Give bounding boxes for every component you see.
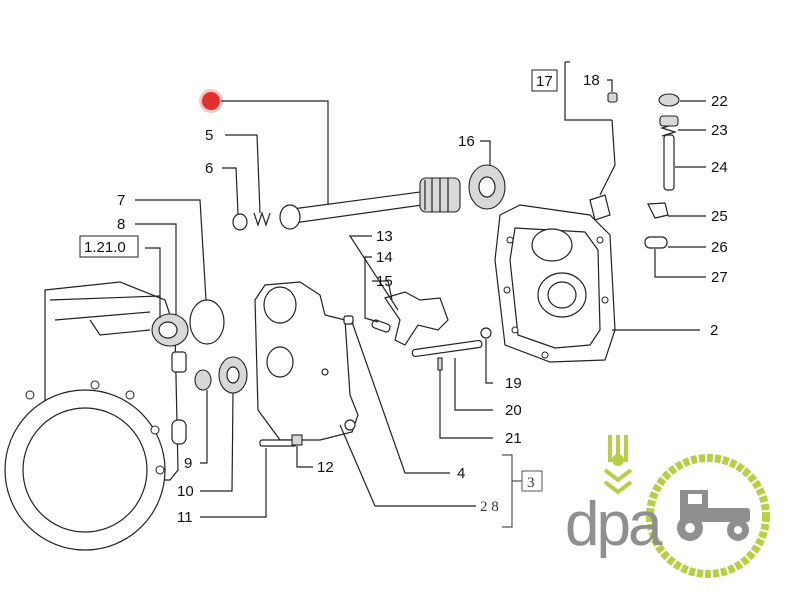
label-5[interactable]: 5 xyxy=(205,127,213,144)
pin-26 xyxy=(644,236,668,249)
wheat-icon xyxy=(603,435,633,495)
nut-12 xyxy=(291,434,303,446)
bracket-25 xyxy=(647,202,669,219)
lever-17 xyxy=(589,119,616,221)
label-24[interactable]: 24 xyxy=(711,159,728,176)
bushing-18 xyxy=(607,92,618,103)
label-1-21-0[interactable]: 1.21.0 xyxy=(84,239,126,256)
bearing-16 xyxy=(468,164,506,210)
cover-plate xyxy=(254,281,359,441)
rear-cover-2 xyxy=(494,204,616,363)
label-20[interactable]: 20 xyxy=(505,402,522,419)
label-6[interactable]: 6 xyxy=(205,160,213,177)
shift-fork xyxy=(371,291,449,346)
plunger-24 xyxy=(659,115,679,191)
label-10[interactable]: 10 xyxy=(177,483,194,500)
bolt-11 xyxy=(259,439,297,447)
label-23[interactable]: 23 xyxy=(711,122,728,139)
label-17[interactable]: 17 xyxy=(536,73,553,90)
label-2[interactable]: 2 xyxy=(710,322,718,339)
label-26[interactable]: 26 xyxy=(711,239,728,256)
seal-9 xyxy=(194,369,212,391)
label-15[interactable]: 15 xyxy=(376,273,393,290)
leader-lines xyxy=(135,61,706,528)
logo-text: dpa xyxy=(565,490,663,559)
label-3[interactable]: 3 xyxy=(527,475,535,491)
bearing-8 xyxy=(151,313,189,347)
label-4[interactable]: 4 xyxy=(457,465,465,482)
label-18[interactable]: 18 xyxy=(583,72,600,89)
label-14[interactable]: 14 xyxy=(376,249,393,266)
label-12[interactable]: 12 xyxy=(317,459,334,476)
label-13[interactable]: 13 xyxy=(376,228,393,245)
circlip-6 xyxy=(232,213,248,231)
label-7[interactable]: 7 xyxy=(117,192,125,209)
snap-ring-7 xyxy=(189,299,225,345)
highlight-marker xyxy=(202,92,220,110)
pin xyxy=(343,315,354,325)
transmission-housing-left xyxy=(4,281,187,551)
label-16[interactable]: 16 xyxy=(458,133,475,150)
input-shaft xyxy=(279,177,461,230)
label-8[interactable]: 8 xyxy=(117,216,125,233)
cap-22 xyxy=(658,93,680,107)
label-27[interactable]: 27 xyxy=(711,269,728,286)
tractor-icon xyxy=(677,490,750,541)
spring-5 xyxy=(253,211,271,227)
shift-rod xyxy=(411,327,492,371)
callout-labels: 1.21.0 5 6 7 8 9 10 11 12 4 2 8 3 13 14 … xyxy=(79,69,728,526)
label-19[interactable]: 19 xyxy=(505,375,522,392)
label-9[interactable]: 9 xyxy=(184,455,192,472)
bearing-10 xyxy=(218,356,248,394)
dpa-logo: dpa xyxy=(565,435,770,578)
label-22[interactable]: 22 xyxy=(711,93,728,110)
label-21[interactable]: 21 xyxy=(505,430,522,447)
label-25[interactable]: 25 xyxy=(711,208,728,225)
label-28[interactable]: 2 8 xyxy=(480,499,499,515)
label-11[interactable]: 11 xyxy=(177,509,193,526)
